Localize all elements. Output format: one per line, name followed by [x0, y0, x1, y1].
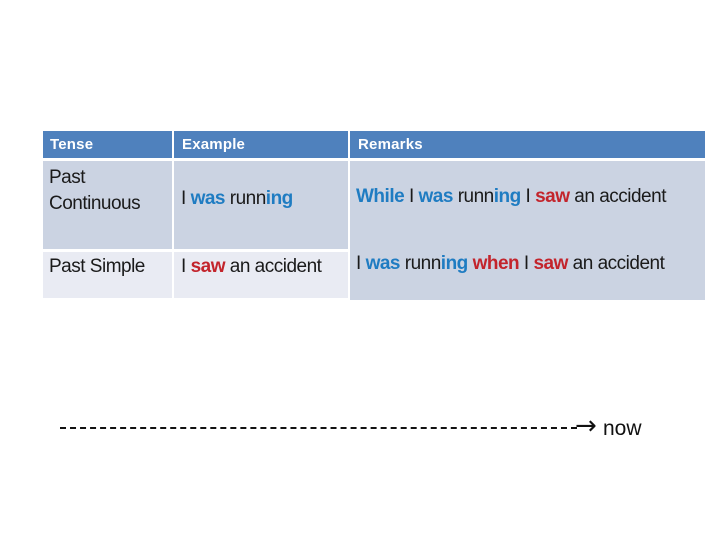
- cell-example-past-simple: I saw an accident: [174, 252, 348, 298]
- tense-label-past-simple: Past Simple: [49, 256, 145, 277]
- timeline-dashed-line: [60, 427, 577, 429]
- timeline-arrow-icon: →: [575, 411, 597, 441]
- cell-tense-past-simple: Past Simple: [43, 252, 172, 298]
- tense-label-past-continuous: Past Continuous: [49, 167, 141, 214]
- header-cell-example: Example: [174, 131, 348, 158]
- example-sentence-past-continuous: I was running: [181, 188, 293, 209]
- header-cell-tense: Tense: [43, 131, 172, 158]
- cell-tense-past-continuous: Past Continuous: [43, 161, 172, 249]
- remark-sentence-when: I was running when I saw an accident: [356, 253, 665, 274]
- header-label-example: Example: [182, 136, 246, 153]
- header-label-tense: Tense: [50, 136, 94, 153]
- header-cell-remarks: Remarks: [350, 131, 705, 158]
- cell-remarks-merged: While I was running I saw an accident I …: [350, 161, 705, 300]
- example-sentence-past-simple: I saw an accident: [181, 256, 322, 277]
- cell-example-past-continuous: I was running: [174, 161, 348, 249]
- timeline-now-label: now: [603, 417, 642, 440]
- remark-sentence-while: While I was running I saw an accident: [356, 186, 666, 207]
- header-label-remarks: Remarks: [358, 136, 423, 153]
